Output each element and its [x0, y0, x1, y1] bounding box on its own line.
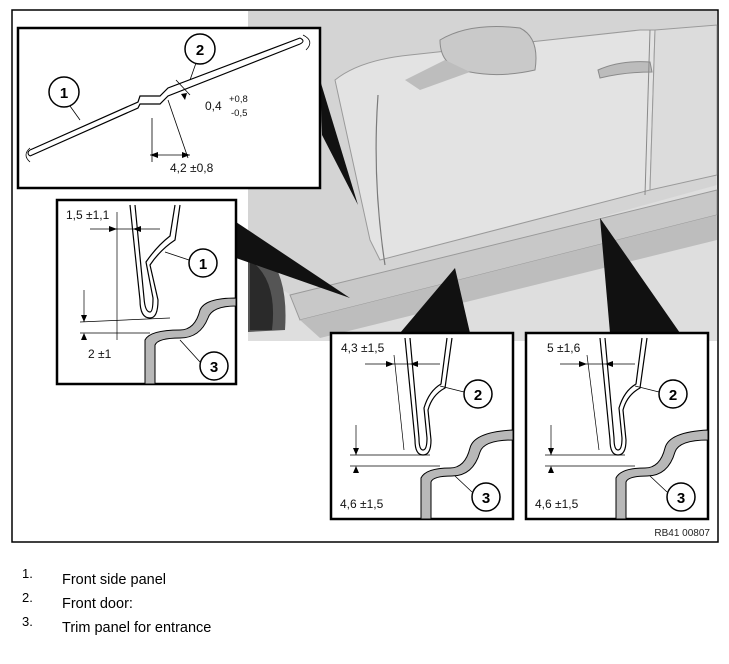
callout-2-rear: 2: [669, 387, 677, 404]
diagram-figure: 0,4 +0,8 -0,5 4,2 ±0,8 1 2 1,5 ±1,1 2 ±1…: [11, 9, 719, 543]
dim-front-gap: 1,5 ±1,1: [66, 208, 110, 222]
detail-panel-rear: 5 ±1,6 4,6 ±1,5 2 3: [524, 331, 710, 521]
legend-number: 2.: [22, 590, 33, 605]
dim-offset-plus: +0,8: [229, 94, 248, 105]
dim-rear-gap: 5 ±1,6: [547, 341, 581, 355]
dim-middle-gap: 4,3 ±1,5: [341, 341, 385, 355]
legend-text: Trim panel for entrance: [62, 620, 212, 636]
dim-offset: 0,4: [205, 99, 222, 113]
legend-number: 1.: [22, 566, 33, 581]
callout-1-front: 1: [199, 256, 207, 273]
legend-text: Front side panel: [62, 572, 166, 588]
dim-width: 4,2 ±0,8: [170, 161, 214, 175]
callout-1-top: 1: [60, 85, 68, 102]
detail-panel-middle: 4,3 ±1,5 4,6 ±1,5 2 3: [329, 331, 515, 521]
legend-number: 3.: [22, 614, 33, 629]
callout-3-rear: 3: [677, 490, 685, 507]
dim-rear-flush: 4,6 ±1,5: [535, 497, 579, 511]
detail-panel-top: 0,4 +0,8 -0,5 4,2 ±0,8 1 2: [16, 26, 322, 190]
callout-3-front: 3: [210, 359, 218, 376]
callout-3-middle: 3: [482, 490, 490, 507]
dim-offset-minus: -0,5: [231, 108, 247, 119]
legend-text: Front door:: [62, 596, 133, 612]
detail-panel-front: 1,5 ±1,1 2 ±1 1 3: [55, 198, 238, 386]
dim-front-flush: 2 ±1: [88, 347, 112, 361]
pointer-wedges: [236, 80, 680, 333]
dim-middle-flush: 4,6 ±1,5: [340, 497, 384, 511]
callout-2-middle: 2: [474, 387, 482, 404]
reference-code: RB41 00807: [654, 528, 710, 539]
callout-2-top: 2: [196, 42, 204, 59]
